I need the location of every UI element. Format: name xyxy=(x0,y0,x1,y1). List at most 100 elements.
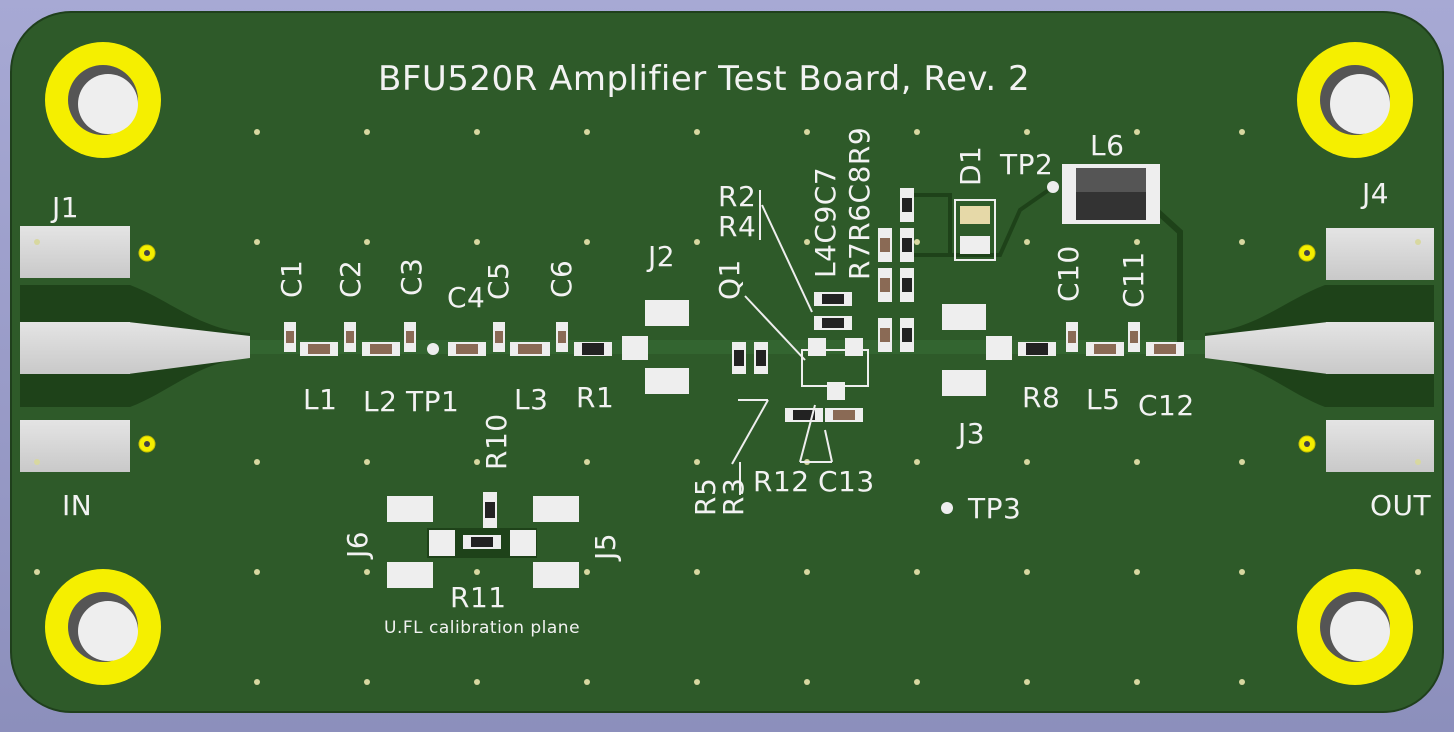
stitching-via xyxy=(34,459,40,465)
label-j3: J3 xyxy=(958,417,986,450)
stitching-via xyxy=(914,129,920,135)
stitching-via xyxy=(584,569,590,575)
stitching-via xyxy=(1134,569,1140,575)
j4-taper xyxy=(1205,322,1328,374)
label-r2: R2 xyxy=(718,180,757,213)
j1-pad-center xyxy=(20,322,130,374)
mounting-hole-tr xyxy=(1297,42,1413,158)
stitching-via xyxy=(34,569,40,575)
label-tp3: TP3 xyxy=(968,492,1022,525)
j4-pad-center xyxy=(1326,322,1434,374)
mounting-hole-tl xyxy=(45,42,161,158)
label-l3: L3 xyxy=(514,383,549,416)
stitching-via xyxy=(254,239,260,245)
label-d1: D1 xyxy=(954,145,987,186)
j1-taper xyxy=(128,322,250,374)
stitching-via xyxy=(364,569,370,575)
label-l2: L2 xyxy=(363,385,398,418)
j1-pad-top xyxy=(20,226,130,278)
stitching-via xyxy=(1239,679,1245,685)
label-j6: J6 xyxy=(341,530,374,558)
stitching-via xyxy=(584,459,590,465)
stitching-via xyxy=(1024,679,1030,685)
stitching-vias xyxy=(34,129,1421,685)
label-c10: C10 xyxy=(1052,245,1085,302)
stitching-via xyxy=(364,239,370,245)
d1-trace xyxy=(905,193,952,255)
label-r11: R11 xyxy=(450,581,507,614)
label-j1: J1 xyxy=(52,191,80,224)
label-in: IN xyxy=(62,489,93,522)
label-r5: R5 xyxy=(689,477,722,516)
stitching-via xyxy=(254,459,260,465)
stitching-via xyxy=(914,459,920,465)
label-tp2: TP2 xyxy=(1000,148,1054,181)
label-q1: Q1 xyxy=(713,259,746,300)
label-l4c9c7: L4C9C7 xyxy=(809,166,842,278)
stitching-via xyxy=(474,679,480,685)
stitching-via xyxy=(694,129,700,135)
board-title: BFU520R Amplifier Test Board, Rev. 2 xyxy=(378,59,1031,99)
mounting-hole-br xyxy=(1297,569,1413,685)
rf-components xyxy=(284,164,1184,514)
stitching-via xyxy=(1239,459,1245,465)
stitching-via xyxy=(1024,459,1030,465)
stitching-via xyxy=(694,239,700,245)
stitching-via xyxy=(1239,569,1245,575)
stitching-via xyxy=(1415,239,1421,245)
stitching-via xyxy=(1415,459,1421,465)
label-r7r6c8r9: R7R6C8R9 xyxy=(843,126,876,280)
stitching-via xyxy=(254,129,260,135)
stitching-via xyxy=(1024,239,1030,245)
label-r4: R4 xyxy=(718,210,757,243)
label-c2: C2 xyxy=(334,259,367,298)
stitching-via xyxy=(474,129,480,135)
label-c13: C13 xyxy=(818,465,875,498)
stitching-via xyxy=(804,239,810,245)
label-l1: L1 xyxy=(303,383,338,416)
stitching-via xyxy=(804,129,810,135)
stitching-via xyxy=(1134,129,1140,135)
label-r1: R1 xyxy=(576,381,615,414)
label-c3: C3 xyxy=(395,257,428,296)
label-j2: J2 xyxy=(648,240,676,273)
label-c4: C4 xyxy=(447,281,486,314)
stitching-via xyxy=(1024,569,1030,575)
stitching-via xyxy=(34,239,40,245)
stitching-via xyxy=(914,239,920,245)
label-c1: C1 xyxy=(275,259,308,298)
stitching-via xyxy=(914,569,920,575)
stitching-via xyxy=(1134,459,1140,465)
j4-pad-top xyxy=(1326,228,1434,280)
stitching-via xyxy=(1239,239,1245,245)
label-j4: J4 xyxy=(1362,177,1390,210)
stitching-via xyxy=(474,459,480,465)
stitching-via xyxy=(584,679,590,685)
bias-trace xyxy=(1155,209,1183,348)
label-r12: R12 xyxy=(753,465,810,498)
stitching-via xyxy=(694,569,700,575)
stitching-via xyxy=(914,679,920,685)
stitching-via xyxy=(474,569,480,575)
stitching-via xyxy=(804,569,810,575)
stitching-via xyxy=(364,129,370,135)
stitching-via xyxy=(584,239,590,245)
label-c11: C11 xyxy=(1117,251,1150,308)
label-c12: C12 xyxy=(1138,389,1195,422)
stitching-via xyxy=(254,679,260,685)
stitching-via xyxy=(474,239,480,245)
rf-trace xyxy=(250,340,1205,354)
stitching-via xyxy=(364,679,370,685)
stitching-via xyxy=(694,679,700,685)
mounting-hole-bl xyxy=(45,569,161,685)
stitching-via xyxy=(584,129,590,135)
calibration-caption: U.FL calibration plane xyxy=(384,618,581,638)
ufl-calibration xyxy=(387,492,579,588)
label-c5: C5 xyxy=(482,261,515,300)
label-out: OUT xyxy=(1370,489,1432,522)
stitching-via xyxy=(694,459,700,465)
label-l6: L6 xyxy=(1090,129,1125,162)
label-c6: C6 xyxy=(545,259,578,298)
stitching-via xyxy=(364,459,370,465)
